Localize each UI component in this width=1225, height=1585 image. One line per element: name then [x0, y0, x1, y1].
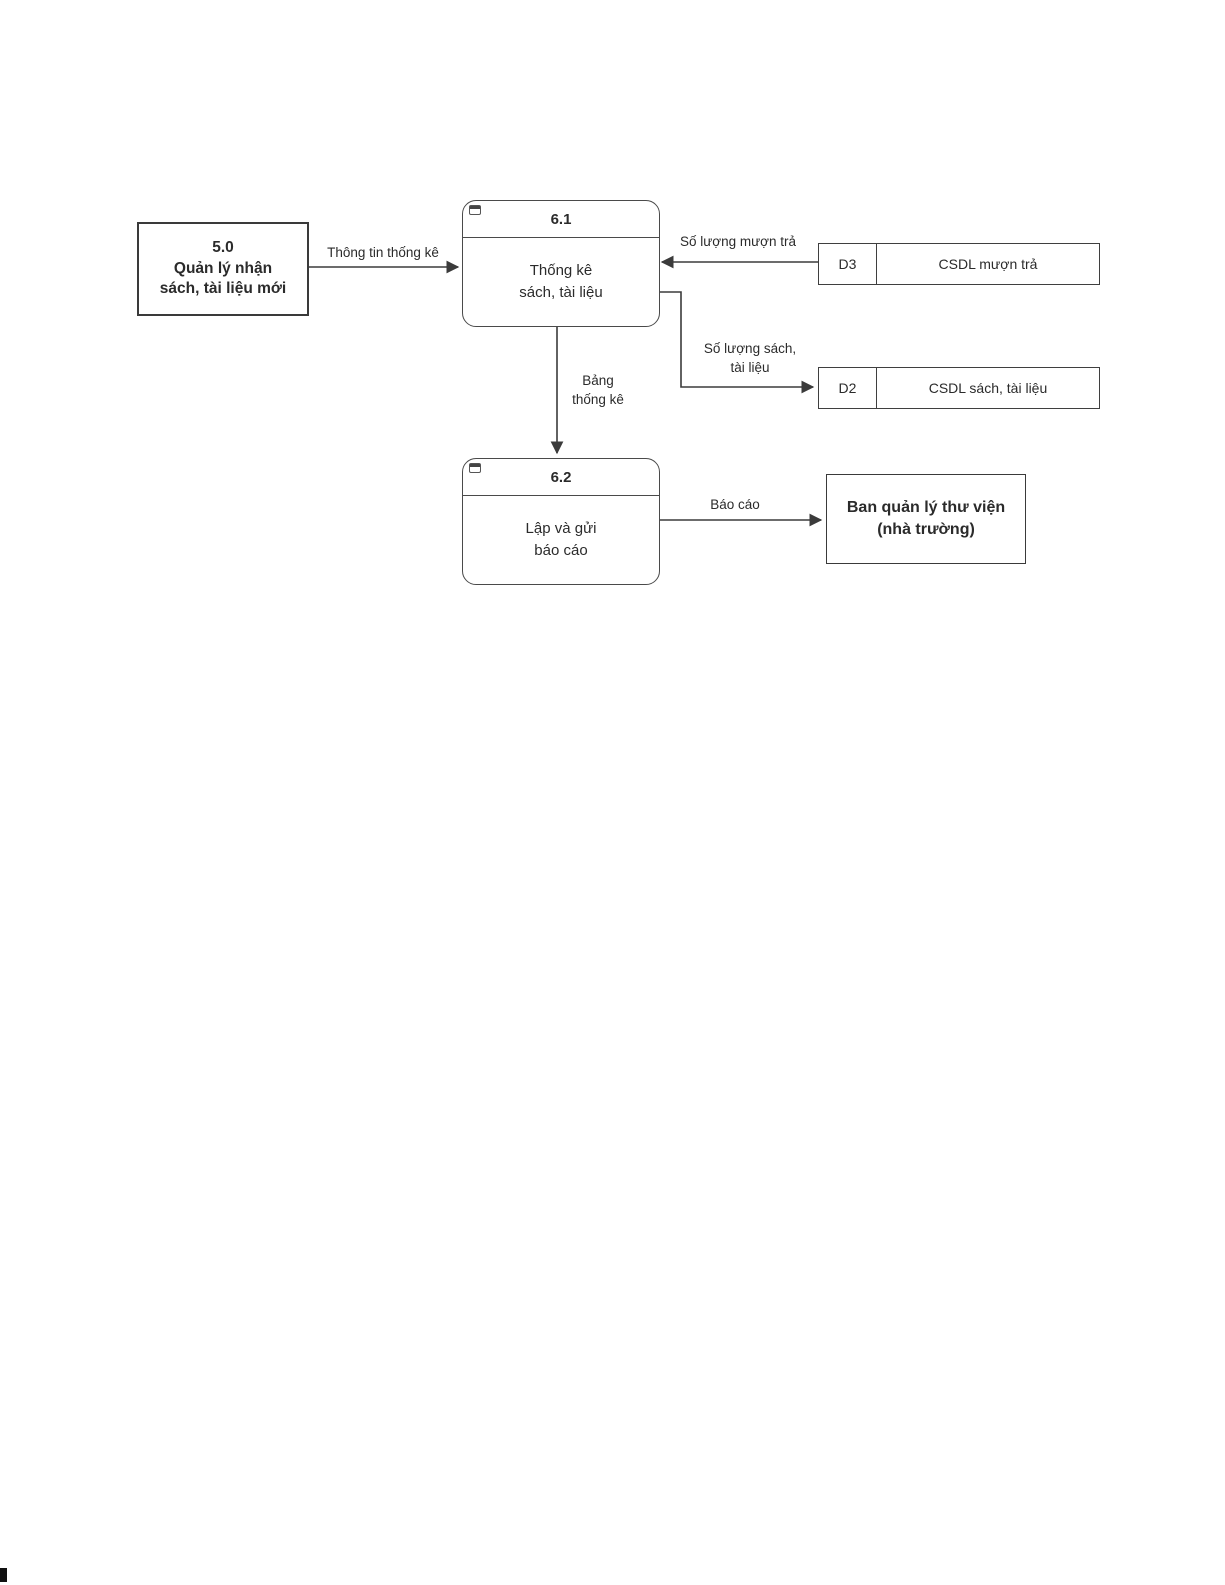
flow-label-books-qty: Số lượng sách, tài liệu [704, 340, 796, 378]
datastore-csdl-muon-tra: D3 CSDL mượn trả [818, 243, 1100, 285]
note-icon [469, 205, 481, 215]
flow-label-stats-table-line2: thống kê [572, 391, 624, 407]
scan-artifact [0, 1568, 7, 1582]
process-label-line2: sách, tài liệu [519, 284, 603, 301]
datastore-code: D2 [819, 368, 877, 408]
process-thong-ke: 6.1 Thống kê sách, tài liệu [462, 200, 660, 327]
flow-label-report: Báo cáo [710, 497, 760, 512]
process-label-line2: báo cáo [534, 542, 588, 559]
entity-ban-quan-ly-thu-vien: Ban quản lý thư viện (nhà trường) [826, 474, 1026, 564]
flow-label-stats-table: Bảng thống kê [572, 372, 624, 410]
datastore-label: CSDL mượn trả [938, 256, 1038, 272]
flow-label-books-qty-line2: tài liệu [730, 359, 770, 375]
flow-label-stats-table-line1: Bảng [582, 373, 614, 388]
datastore-code: D3 [819, 244, 877, 284]
process-header: 6.1 [463, 201, 659, 238]
process-id: 6.1 [550, 210, 572, 228]
process-id: 6.2 [550, 468, 572, 486]
process-lap-gui-bao-cao: 6.2 Lập và gửi báo cáo [462, 458, 660, 585]
process-label-line1: Thống kê [529, 262, 593, 280]
entity-id: 5.0 [212, 238, 234, 256]
entity-label-line2: sách, tài liệu mới [159, 280, 287, 298]
datastore-label: CSDL sách, tài liệu [928, 380, 1048, 396]
entity-label-line1: Ban quản lý thư viện [846, 499, 1006, 517]
entity-label-line2: (nhà trường) [877, 521, 975, 538]
entity-quan-ly-nhan-sach: 5.0 Quản lý nhận sách, tài liệu mới [137, 222, 309, 316]
process-body: Lập và gửi báo cáo [463, 496, 659, 584]
process-header: 6.2 [463, 459, 659, 496]
flow-label-stats-info: Thông tin thống kê [327, 245, 439, 260]
flow-label-borrow-return-qty: Số lượng mượn trả [679, 234, 797, 249]
process-label-line1: Lập và gửi [525, 520, 597, 538]
flow-label-books-qty-line1: Số lượng sách, [703, 341, 797, 356]
note-icon [469, 463, 481, 473]
entity-label-line1: Quản lý nhận [173, 259, 273, 277]
process-body: Thống kê sách, tài liệu [463, 238, 659, 326]
datastore-csdl-sach-tai-lieu: D2 CSDL sách, tài liệu [818, 367, 1100, 409]
